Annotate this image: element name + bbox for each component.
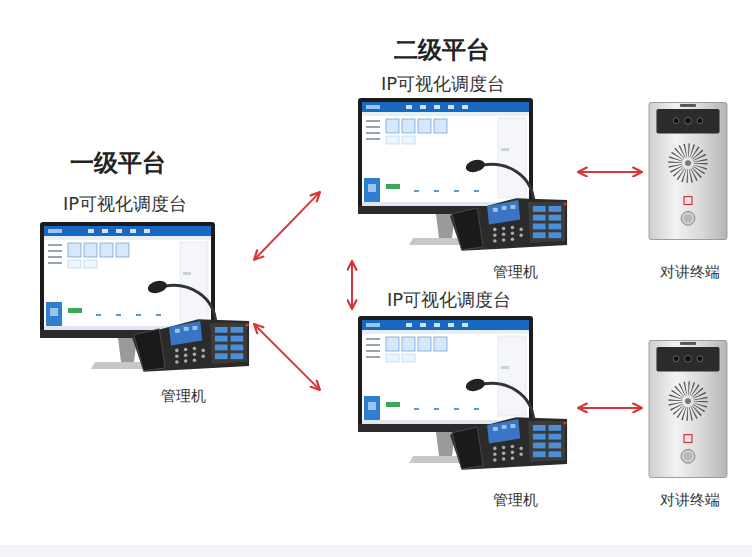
station-node: 对讲终端 [645, 338, 730, 480]
connector-layer [254, 172, 642, 408]
station-node: 二级平台IP可视化调度台管理机 [322, 98, 575, 258]
arrow-connector [254, 324, 320, 390]
node-label: 二级平台 [394, 36, 490, 65]
arrow-connector [254, 192, 320, 260]
node-label: 管理机 [493, 263, 538, 281]
station-node: IP可视化调度台管理机 [322, 312, 575, 478]
phone-picture [450, 377, 567, 470]
bottom-band [0, 545, 752, 557]
node-label: 对讲终端 [660, 263, 720, 281]
intercom-picture [649, 102, 727, 239]
arrow-connector [351, 261, 353, 309]
phone-picture [450, 158, 567, 251]
node-label: 对讲终端 [660, 491, 720, 509]
intercom-picture [649, 340, 727, 477]
arrow-connector [578, 171, 642, 173]
node-label: IP可视化调度台 [381, 73, 505, 95]
node-label: 管理机 [161, 387, 206, 405]
station-node: 一级平台IP可视化调度台管理机 [40, 222, 252, 378]
node-label: 一级平台 [70, 149, 166, 178]
node-label: IP可视化调度台 [63, 193, 187, 215]
phone-picture [132, 279, 249, 372]
node-label: IP可视化调度台 [387, 289, 511, 311]
node-label: 管理机 [493, 491, 538, 509]
arrow-connector [578, 407, 642, 409]
station-node: 对讲终端 [645, 100, 730, 242]
